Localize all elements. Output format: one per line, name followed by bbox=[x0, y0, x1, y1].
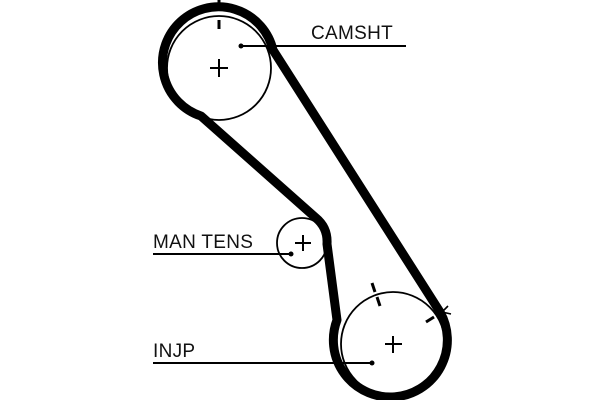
tensioner-leader bbox=[153, 251, 294, 257]
camshaft-center-cross bbox=[210, 59, 228, 77]
tensioner-label: MAN TENS bbox=[153, 232, 253, 253]
injection-pump-center-cross bbox=[385, 336, 402, 353]
injection-pump-timing-mark bbox=[370, 282, 435, 324]
camshaft-label: CAMSHT bbox=[311, 23, 393, 44]
tensioner-center-cross bbox=[295, 235, 311, 251]
camshaft-leader bbox=[238, 43, 406, 49]
rotation-direction-arrow-icon bbox=[440, 305, 452, 315]
timing-belt bbox=[158, 2, 452, 400]
injection-pump-leader bbox=[153, 360, 375, 366]
injection-pump-label: INJP bbox=[153, 341, 195, 362]
